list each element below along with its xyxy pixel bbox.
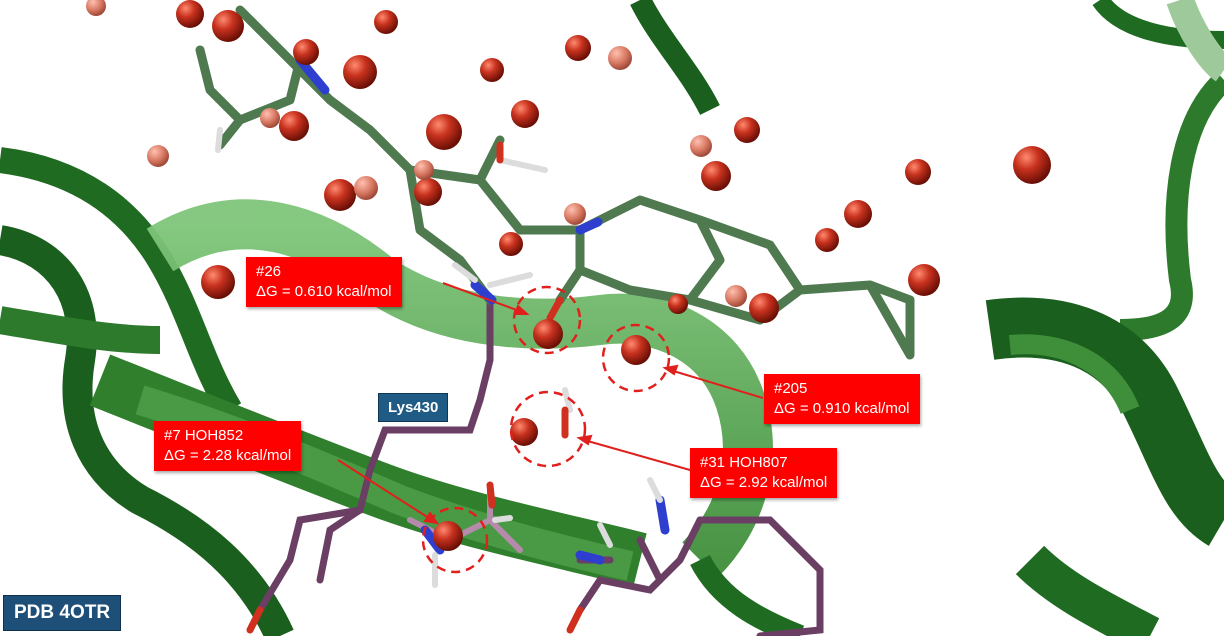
arrow-205 (669, 369, 764, 399)
highlight-circle-26 (512, 285, 582, 355)
arrow-7 (337, 459, 433, 521)
water-molecules (86, 0, 1051, 551)
residue-label-lys430: Lys430 (378, 393, 449, 422)
callout-205-energy: ΔG = 0.910 kcal/mol (774, 400, 910, 417)
callout-water-205: #205 ΔG = 0.910 kcal/mol (764, 374, 920, 424)
callout-31-title: #31 HOH807 (700, 454, 788, 471)
highlight-circle-7 (421, 506, 489, 574)
callout-31-energy: ΔG = 2.92 kcal/mol (700, 474, 828, 491)
arrow-26 (442, 282, 523, 313)
highlight-circles (421, 285, 671, 574)
oxygen-sticks (246, 141, 584, 634)
arrow-31 (583, 439, 691, 471)
callout-205-title: #205 (774, 380, 808, 397)
callout-7-energy: ΔG = 2.28 kcal/mol (164, 447, 292, 464)
callout-7-title: #7 HOH852 (164, 427, 244, 444)
ligand-sticks (195, 5, 915, 360)
callout-water-31: #31 HOH807 ΔG = 2.92 kcal/mol (690, 448, 838, 498)
callout-water-7: #7 HOH852 ΔG = 2.28 kcal/mol (154, 421, 302, 471)
callout-water-26: #26 ΔG = 0.610 kcal/mol (246, 257, 402, 307)
residue-sticks (256, 296, 824, 636)
callout-26-title: #26 (256, 263, 282, 280)
callout-26-energy: ΔG = 0.610 kcal/mol (256, 283, 392, 300)
highlight-circle-205 (601, 323, 671, 393)
callout-arrows (337, 282, 764, 525)
pdb-id-label: PDB 4OTR (3, 595, 122, 631)
hydrogen-sticks (215, 127, 663, 588)
highlight-circle-31 (509, 390, 587, 468)
